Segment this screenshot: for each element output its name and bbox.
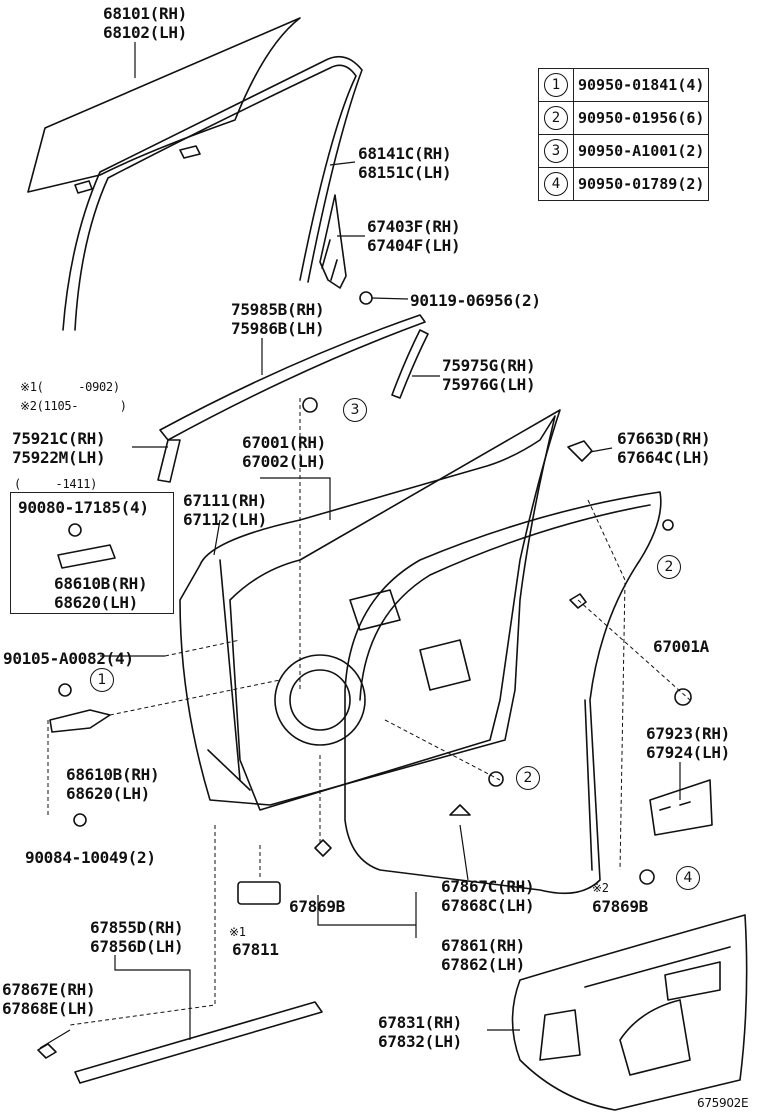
door-trim-panel (511, 914, 748, 1111)
ref-number: 4 (544, 172, 568, 196)
hinge-box-frame (10, 492, 174, 614)
note-1: ※1( -0902) (20, 380, 120, 394)
label-clip-67869B-left: 67869B (289, 897, 345, 916)
door-weatherstrip (344, 491, 662, 895)
table-row: 4 90950-01789(2) (538, 167, 710, 201)
label-bolt-90105: 90105-A0082(4) (3, 649, 134, 668)
label-channel: 67403F(RH) 67404F(LH) (367, 217, 461, 255)
callout-1: 1 (90, 668, 114, 692)
callout-4: 4 (676, 866, 700, 890)
label-glass: 68101(RH) 68102(LH) (103, 4, 187, 42)
fastener-reference-table: 1 90950-01841(4) 2 90950-01956(6) 3 9095… (538, 68, 710, 201)
ref-part: 90950-01956(6) (572, 101, 710, 135)
table-row: 3 90950-A1001(2) (538, 134, 710, 168)
label-molding-front: 75921C(RH) 75922M(LH) (12, 429, 106, 467)
callout-3: 3 (343, 398, 367, 422)
callout-2-mid: 2 (516, 766, 540, 790)
label-glass-run: 68141C(RH) 68151C(LH) (358, 144, 452, 182)
label-check-68610B: 68610B(RH) 68620(LH) (66, 765, 160, 803)
label-pad-67923: 67923(RH) 67924(LH) (646, 724, 730, 762)
door-outer-panel (179, 415, 556, 806)
rocker-molding (74, 1001, 323, 1084)
label-clip-67869B-right: 67869B (592, 897, 648, 916)
label-cover-67663: 67663D(RH) 67664C(LH) (617, 429, 711, 467)
door-glass (27, 17, 301, 193)
label-weatherstrip-rear: 75975G(RH) 75976G(LH) (442, 356, 536, 394)
note-2: ※2(1105- ) (20, 399, 127, 413)
note-1-mark: ※1 (229, 925, 246, 939)
table-row: 2 90950-01956(6) (538, 101, 710, 135)
ref-part: 90950-01841(4) (572, 68, 710, 102)
door-inner-panel (229, 409, 561, 811)
label-seal-67867C: 67867C(RH) 67868C(LH) (441, 877, 535, 915)
glass-run (74, 64, 357, 331)
label-panel-outer: 67001(RH) 67002(LH) (242, 433, 326, 471)
label-range-1411: ( -1411) (14, 477, 98, 491)
ref-part: 90950-01789(2) (572, 167, 710, 201)
label-box-check: 68610B(RH) 68620(LH) (54, 574, 148, 612)
label-box-bolt: 90080-17185(4) (18, 498, 149, 517)
pad-67923 (649, 779, 713, 836)
label-weatherstrip-upper: 75985B(RH) 75986B(LH) (231, 300, 325, 338)
window-channel (319, 194, 347, 289)
label-molding-67855D: 67855D(RH) 67856D(LH) (90, 918, 184, 956)
ref-number: 2 (544, 106, 568, 130)
ref-part: 90950-A1001(2) (572, 134, 710, 168)
ref-number: 3 (544, 139, 568, 163)
diagram-id: 675902E (697, 1096, 749, 1110)
table-row: 1 90950-01841(4) (538, 68, 710, 102)
door-check (49, 709, 111, 733)
label-weatherstrip-67861: 67861(RH) 67862(LH) (441, 936, 525, 974)
label-screw-90119: 90119-06956(2) (410, 291, 541, 310)
ref-number: 1 (544, 73, 568, 97)
label-bolt-90084: 90084-10049(2) (25, 848, 156, 867)
label-67001A: 67001A (653, 637, 709, 656)
label-seal-67867E: 67867E(RH) 67868E(LH) (2, 980, 96, 1018)
label-trim-67831: 67831(RH) 67832(LH) (378, 1013, 462, 1051)
callout-2-top: 2 (657, 555, 681, 579)
label-pad-67811: 67811 (232, 940, 279, 959)
note-2-mark: ※2 (592, 881, 609, 895)
belt-weatherstrip (159, 314, 426, 441)
label-panel-inner: 67111(RH) 67112(LH) (183, 491, 267, 529)
